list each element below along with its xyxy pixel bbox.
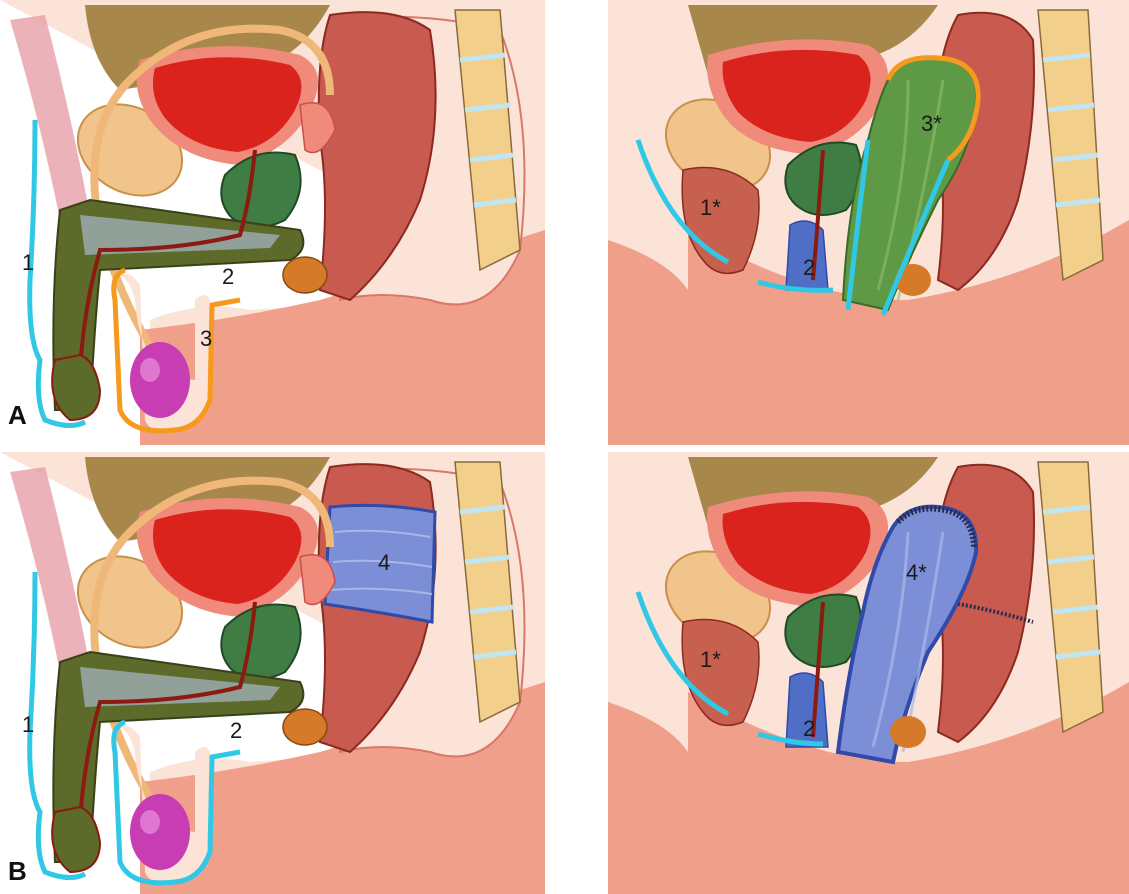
neovagina-illustration-a [608, 0, 1129, 445]
panel-b-female-result: 1* 2 4* [608, 452, 1129, 894]
bulbourethral-gland [283, 709, 327, 745]
neovagina-illustration-b [608, 452, 1129, 894]
label-4-star: 4* [906, 562, 927, 584]
label-1-star: 1* [700, 649, 721, 671]
label-2: 2 [230, 720, 242, 742]
male-pelvis-illustration-b [0, 452, 545, 894]
male-pelvis-illustration-a [0, 0, 545, 445]
panel-letter-b: B [8, 858, 27, 884]
label-4: 4 [378, 552, 390, 574]
label-2: 2 [803, 718, 815, 740]
bulbourethral-gland [283, 257, 327, 293]
panel-b-male-anatomy: 1 2 4 B [0, 452, 545, 894]
testis [130, 794, 190, 870]
panel-a-female-result: 1* 2 3* [608, 0, 1129, 445]
label-3: 3 [200, 328, 212, 350]
testis [130, 342, 190, 418]
label-1: 1 [22, 714, 34, 736]
panel-letter-a: A [8, 402, 27, 428]
gland [890, 716, 926, 748]
label-2: 2 [222, 266, 234, 288]
label-3-star: 3* [921, 113, 942, 135]
label-2: 2 [803, 257, 815, 279]
panel-a-male-anatomy: 1 2 3 A [0, 0, 545, 445]
label-1-star: 1* [700, 197, 721, 219]
label-1: 1 [22, 252, 34, 274]
